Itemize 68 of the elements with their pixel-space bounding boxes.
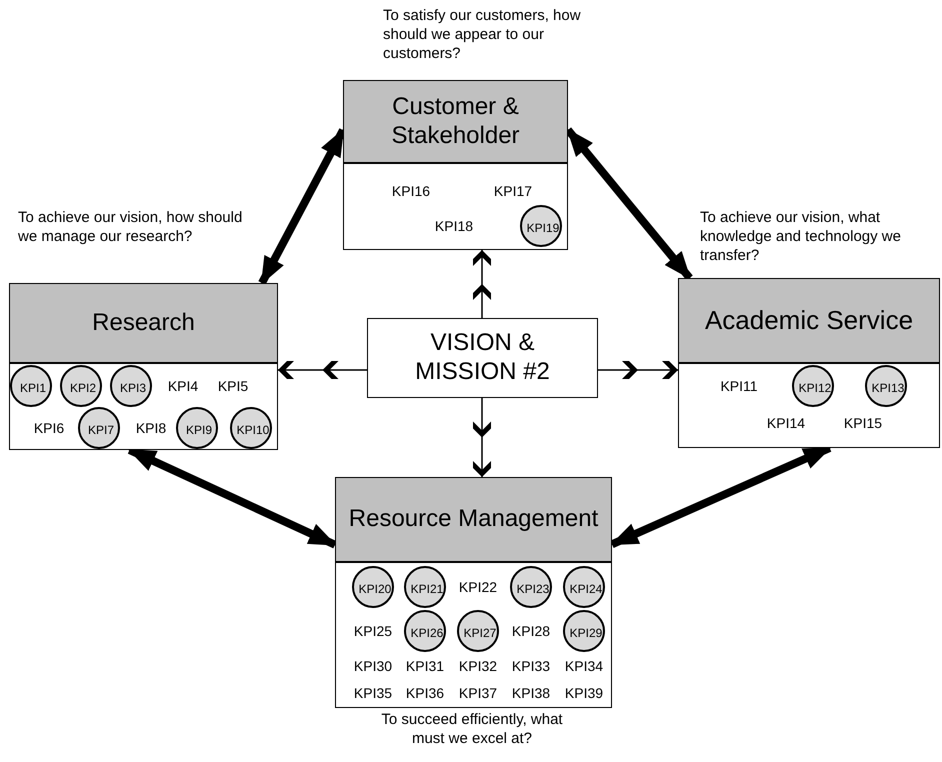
question-text: To succeed efficiently, what must we excel at? (380, 710, 564, 748)
kpi-label: KPI8 (129, 419, 173, 437)
kpi-label: KPI5 (211, 377, 255, 395)
kpi-label: KPI19 (527, 220, 559, 236)
highlight-circle (176, 407, 218, 449)
kpi-label: KPI18 (432, 217, 476, 235)
kpi-label: KPI25 (351, 622, 395, 640)
question-text: To achieve our vision, what knowledge and technology we transfer? (700, 208, 902, 265)
kpi-label: KPI37 (456, 684, 500, 702)
kpi-label: KPI34 (562, 657, 606, 675)
highlight-circle (563, 610, 605, 652)
kpi-label: KPI11 (717, 377, 761, 395)
question-text: To achieve our vision, how should we manage our research? (18, 208, 244, 246)
vision-box: VISION & MISSION #2 (367, 318, 598, 398)
kpi-label: KPI28 (509, 622, 553, 640)
highlight-circle (792, 365, 834, 407)
kpi-label: KPI13 (872, 380, 904, 396)
kpi-label: KPI10 (237, 422, 269, 438)
kpi-label: KPI15 (841, 414, 885, 432)
highlight-circle (60, 365, 102, 407)
highlight-circle (110, 365, 152, 407)
highlight-circle (10, 365, 52, 407)
kpi-panel (335, 562, 612, 708)
highlight-circle (230, 407, 272, 449)
kpi-label: KPI32 (456, 657, 500, 675)
kpi-label: KPI7 (85, 422, 117, 438)
question-text: To satisfy our customers, how should we appear to our customers? (383, 6, 582, 63)
kpi-label: KPI17 (491, 182, 535, 200)
highlight-circle (404, 566, 446, 608)
kpi-label: KPI31 (403, 657, 447, 675)
highlight-circle (78, 407, 120, 449)
kpi-label: KPI4 (161, 377, 205, 395)
kpi-label: KPI22 (456, 578, 500, 596)
kpi-label: KPI12 (799, 380, 831, 396)
kpi-label: KPI38 (509, 684, 553, 702)
kpi-label: KPI20 (359, 581, 391, 597)
kpi-panel (343, 163, 568, 250)
kpi-label: KPI33 (509, 657, 553, 675)
kpi-label: KPI26 (411, 625, 443, 641)
kpi-label: KPI21 (411, 581, 443, 597)
kpi-panel (678, 363, 940, 448)
perspective-header-box: Academic Service (678, 278, 940, 363)
highlight-circle (352, 566, 394, 608)
kpi-label: KPI1 (17, 380, 49, 396)
kpi-label: KPI9 (183, 422, 215, 438)
kpi-label: KPI30 (351, 657, 395, 675)
kpi-label: KPI14 (764, 414, 808, 432)
kpi-label: KPI36 (403, 684, 447, 702)
kpi-label: KPI23 (517, 581, 549, 597)
highlight-circle (510, 566, 552, 608)
kpi-label: KPI35 (351, 684, 395, 702)
highlight-circle (457, 610, 499, 652)
kpi-panel (9, 363, 278, 450)
kpi-label: KPI39 (562, 684, 606, 702)
kpi-label: KPI24 (570, 581, 602, 597)
kpi-label: KPI27 (464, 625, 496, 641)
kpi-label: KPI16 (389, 182, 433, 200)
kpi-label: KPI2 (67, 380, 99, 396)
highlight-circle (865, 365, 907, 407)
highlight-circle (520, 205, 562, 247)
kpi-label: KPI3 (117, 380, 149, 396)
perspective-header-box: Research (9, 283, 278, 363)
perspective-header-box: Customer & Stakeholder (343, 80, 568, 163)
kpi-label: KPI6 (27, 419, 71, 437)
kpi-label: KPI29 (570, 625, 602, 641)
highlight-circle (404, 610, 446, 652)
perspective-header-box: Resource Management (335, 477, 612, 562)
highlight-circle (563, 566, 605, 608)
